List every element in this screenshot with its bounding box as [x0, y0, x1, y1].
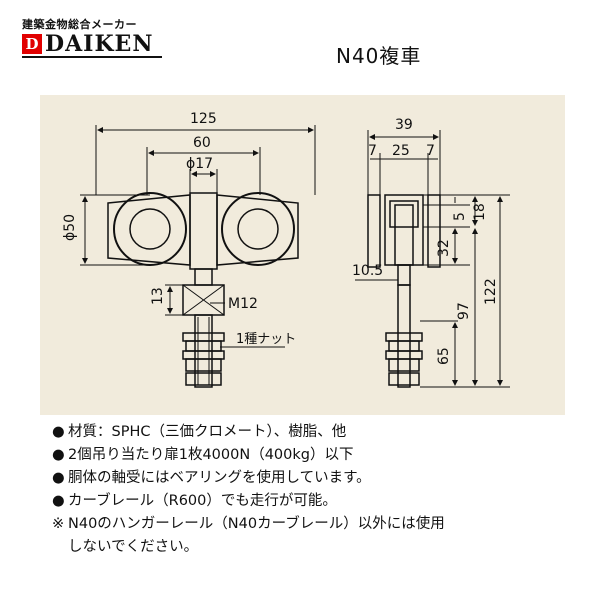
dim-122: 122 [483, 278, 499, 305]
brand-underline [22, 56, 162, 58]
dim-39: 39 [395, 117, 413, 133]
bullet-icon: ● [52, 470, 65, 486]
note-item: ● カーブレール（R600）でも走行が可能。 [52, 490, 582, 513]
note-text: しないでください。 [68, 539, 199, 555]
dim-phi50: ϕ50 [62, 214, 78, 241]
dim-7a: 7 [368, 143, 377, 159]
wheel-right [221, 192, 295, 266]
spec-notes: ● 材質：SPHC（三価クロメート）、樹脂、他 ● 2個吊り当たり扉1枚4000… [52, 421, 582, 559]
note-item: ● 胴体の軸受にはベアリングを使用しています。 [52, 467, 582, 490]
note-text: 材質：SPHC（三価クロメート）、樹脂、他 [68, 424, 347, 440]
dim-phi17: ϕ17 [186, 156, 213, 172]
label-nut: 1種ナット [236, 331, 296, 347]
diagram-panel: 125 60 ϕ17 ϕ50 13 M12 1種ナット 39 7 25 7 5 … [40, 95, 565, 415]
note-continuation: しないでください。 [52, 536, 582, 559]
brand-logo: 建築金物総合メーカー D DAIKEN [22, 18, 172, 58]
brand-row: D DAIKEN [22, 33, 172, 55]
dim-7b: 7 [426, 143, 435, 159]
dim-18: 18 [472, 203, 488, 221]
nut-2 [185, 358, 222, 372]
page-title: N40複車 [336, 44, 422, 68]
bullet-icon: ● [52, 493, 65, 509]
note-text: カーブレール（R600）でも走行が可能。 [68, 493, 337, 509]
note-text: N40のハンガーレール（N40カーブレール）以外には使用 [68, 516, 445, 532]
note-item: ※ N40のハンガーレール（N40カーブレール）以外には使用 [52, 513, 582, 536]
note-item: ● 材質：SPHC（三価クロメート）、樹脂、他 [52, 421, 582, 444]
dim-25: 25 [392, 143, 410, 159]
note-text: 2個吊り当たり扉1枚4000N（400kg）以下 [68, 447, 354, 463]
note-item: ● 2個吊り当たり扉1枚4000N（400kg）以下 [52, 444, 582, 467]
bullet-icon: ※ [52, 516, 65, 532]
label-m12: M12 [228, 296, 258, 312]
dim-32: 32 [436, 239, 452, 257]
dim-5: 5 [452, 212, 468, 221]
center-block [189, 192, 218, 270]
dim-13: 13 [150, 287, 166, 305]
brand-tagline: 建築金物総合メーカー [22, 18, 137, 31]
brand-name: DAIKEN [45, 31, 154, 57]
dim-60: 60 [193, 135, 211, 151]
dim-125: 125 [190, 111, 217, 127]
dim-10-5: 10.5 [352, 263, 383, 279]
technical-drawing: 125 60 ϕ17 ϕ50 13 M12 1種ナット 39 7 25 7 5 … [62, 111, 510, 388]
dim-97: 97 [456, 302, 472, 320]
nut-1 [185, 340, 222, 352]
bullet-icon: ● [52, 447, 65, 463]
dim-65: 65 [436, 347, 452, 365]
bullet-icon: ● [52, 424, 65, 440]
note-text: 胴体の軸受にはベアリングを使用しています。 [68, 470, 371, 486]
wheel-left [113, 192, 187, 266]
brand-mark-icon: D [22, 34, 42, 54]
